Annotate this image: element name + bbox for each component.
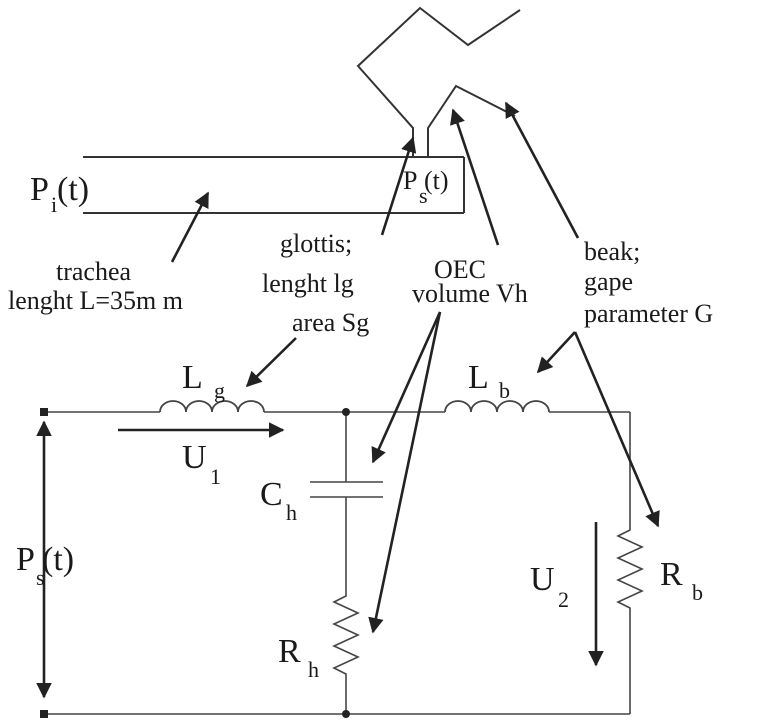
vocal-tract-outline xyxy=(356,6,521,157)
beak-gape-label: gape xyxy=(584,267,633,296)
terminal-top xyxy=(40,408,48,416)
beak-label: beak; xyxy=(584,237,640,266)
beak-to-lb-arrow xyxy=(536,331,576,374)
oec-arrow-up xyxy=(450,108,500,246)
rb-label: R xyxy=(660,556,683,593)
circuit xyxy=(40,400,644,718)
u1-subscript: 1 xyxy=(210,464,221,489)
node-top xyxy=(342,408,350,416)
inductor-lg xyxy=(159,400,265,413)
terminal-bottom xyxy=(40,710,48,718)
ch-label: C xyxy=(260,476,283,513)
lg-subscript: g xyxy=(214,378,225,403)
lb-label: L xyxy=(468,359,489,396)
beak-parameter-label: parameter G xyxy=(584,299,713,328)
trachea-arrow xyxy=(170,191,210,263)
labels: P i (t) P s (t) trachea lenght L=35m m g… xyxy=(8,166,713,682)
glottis-to-lg-arrow xyxy=(245,337,297,388)
ch-subscript: h xyxy=(286,500,297,525)
glottis-area-label: area Sg xyxy=(292,308,369,337)
beak-arrow-up xyxy=(504,101,580,239)
beak-to-rb-arrow xyxy=(573,331,660,528)
inductor-lb xyxy=(444,400,550,413)
oec-to-ch-arrow xyxy=(371,311,442,464)
glottis-arrow xyxy=(380,136,417,236)
u2-label: U xyxy=(530,561,555,598)
oec-to-rh-arrow xyxy=(368,311,442,634)
ps-left-subscript: s xyxy=(36,565,45,590)
pi-label: P xyxy=(30,171,49,208)
oec-label: OEC xyxy=(434,255,486,284)
lb-subscript: b xyxy=(499,378,510,403)
rb-subscript: b xyxy=(692,580,703,605)
ps-top-label: P xyxy=(403,166,417,195)
resistor-rh xyxy=(332,588,360,682)
lg-label: L xyxy=(182,359,203,396)
oec-volume-label: volume Vh xyxy=(412,279,528,308)
node-bottom xyxy=(342,710,350,718)
ps-top-arg: (t) xyxy=(424,166,449,195)
rh-subscript: h xyxy=(308,657,319,682)
ps-top-subscript: s xyxy=(419,183,428,208)
ps-left-label: P xyxy=(16,541,35,578)
ps-left-arg: (t) xyxy=(42,541,74,578)
rh-label: R xyxy=(278,633,301,670)
trachea-label: trachea xyxy=(56,257,132,286)
u1-label: U xyxy=(182,439,207,476)
pi-subscript: i xyxy=(51,192,57,217)
pi-arg: (t) xyxy=(57,171,89,208)
u2-subscript: 2 xyxy=(558,587,569,612)
trachea-tube xyxy=(83,156,465,214)
trachea-length-label: lenght L=35m m xyxy=(8,286,183,315)
glottis-label: glottis; xyxy=(280,229,352,258)
annotation-arrows-top xyxy=(170,101,580,263)
glottis-length-label: lenght lg xyxy=(262,269,354,298)
resistor-rb xyxy=(616,520,644,620)
circuit-arrows xyxy=(36,311,660,699)
